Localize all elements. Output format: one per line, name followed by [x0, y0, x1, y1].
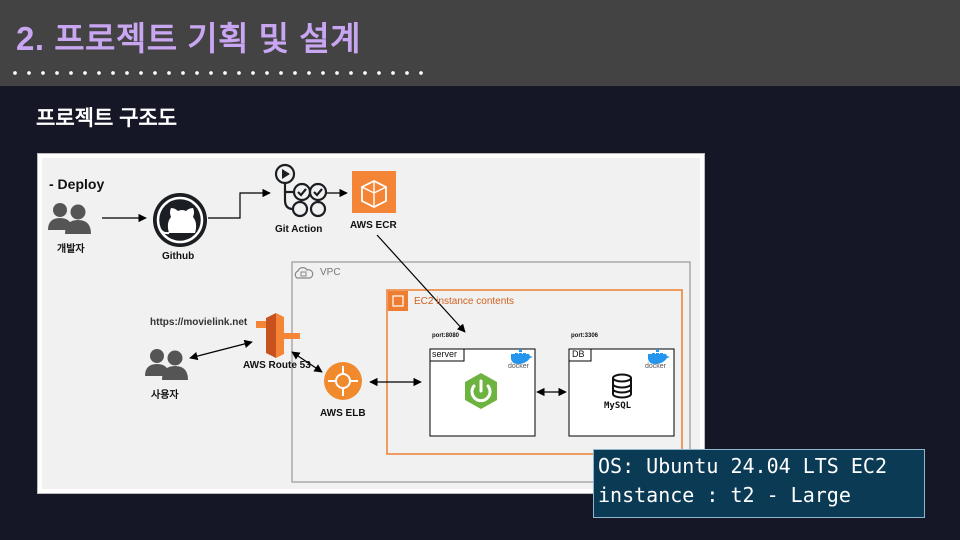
github-icon: [153, 193, 207, 247]
elb-icon: [324, 362, 362, 400]
ec2-box: [386, 289, 683, 455]
git-action-label: Git Action: [275, 224, 323, 235]
db-tag-box: [568, 348, 592, 362]
developer-label: 개발자: [57, 244, 85, 255]
slide-title: 2. 프로젝트 기획 및 설계: [16, 20, 361, 57]
elb-label: AWS ELB: [320, 408, 366, 419]
aws-ecr-label: AWS ECR: [350, 220, 397, 231]
arrow-github-to-git-action: [208, 188, 271, 219]
arrow-ecr-to-server: [376, 234, 466, 333]
arrow-user-route53: [189, 339, 253, 361]
vpc-label: VPC: [320, 267, 341, 278]
mysql-label: MySQL: [604, 401, 632, 411]
slide-header: 2. 프로젝트 기획 및 설계: [0, 0, 960, 86]
ec2-chip-icon: [388, 291, 408, 311]
user-people-icon: [145, 349, 188, 380]
docker-label-db: docker: [645, 363, 667, 370]
port-db-label: port:3306: [571, 333, 599, 339]
spring-boot-icon: [465, 373, 497, 409]
git-action-icon: [274, 163, 328, 218]
route53-icon: [256, 313, 300, 358]
db-label: DB: [572, 349, 585, 359]
server-label: server: [432, 349, 458, 359]
arrow-route53-elb: [291, 351, 323, 373]
user-label: 사용자: [151, 390, 179, 401]
route53-label: AWS Route 53: [243, 360, 311, 371]
deploy-label: - Deploy: [49, 176, 105, 192]
docker-whale-icon-server: [511, 349, 533, 364]
docker-whale-icon-db: [648, 349, 670, 364]
vpc-cloud-icon: [293, 263, 314, 281]
ec2-label: EC2 instance contents: [414, 296, 515, 307]
server-tag-box: [429, 348, 465, 362]
port-server-label: port:8080: [432, 333, 460, 339]
url-label: https://movielink.net: [150, 317, 248, 328]
os-info-box: [593, 449, 925, 518]
os-info-text: OS: Ubuntu 24.04 LTS EC2 instance : t2 -…: [598, 454, 900, 507]
aws-ecr-icon: [352, 171, 396, 213]
developer-people-icon: [48, 203, 91, 234]
github-label: Github: [162, 251, 195, 262]
section-title: 프로젝트 구조도: [36, 107, 178, 130]
dotted-divider: [8, 70, 430, 76]
database-icon: [612, 373, 632, 399]
docker-label-server: docker: [508, 363, 530, 370]
